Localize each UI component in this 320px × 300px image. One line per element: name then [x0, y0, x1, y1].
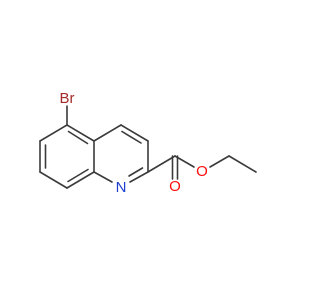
- bond-c8-c8a-inner: [67, 168, 89, 183]
- atom-label-layer: Br N O O: [60, 90, 208, 196]
- bond-c2-ccarbonyl: [147, 155, 176, 173]
- atom-ester-oxygen-label: O: [196, 163, 208, 180]
- molecule-structure-diagram: Br N O O: [39, 90, 257, 196]
- bond-c4a-c5: [66, 124, 95, 142]
- bond-c4-c3-inner: [121, 130, 142, 144]
- bond-layer: [39, 105, 257, 189]
- bond-c5-c6: [39, 124, 68, 142]
- bond-c2-n1: [129, 171, 149, 183]
- bond-n1-c8a: [93, 171, 113, 183]
- atom-carbonyl-oxygen-label: O: [169, 178, 181, 195]
- atom-nitrogen-label: N: [116, 179, 127, 196]
- bond-c7-c8: [39, 171, 68, 189]
- bond-c4a-c5-inner: [67, 130, 89, 145]
- bond-c2-n1-inner: [128, 167, 144, 177]
- atom-bromine-label: Br: [60, 90, 75, 107]
- bond-c8-c8a: [66, 171, 95, 189]
- bond-c4-c3: [120, 124, 149, 142]
- bond-ch2-ch3: [228, 155, 257, 173]
- bond-c4a-c4: [93, 124, 122, 142]
- bond-oester-ch2: [209, 155, 230, 168]
